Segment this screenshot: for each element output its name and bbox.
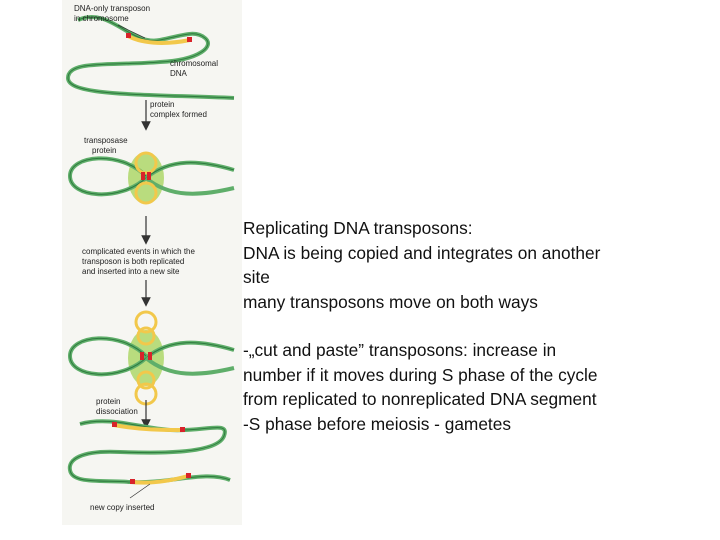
stage3-replicated xyxy=(67,310,235,406)
para2-line3: from replicated to nonreplicated DNA seg… xyxy=(243,389,597,409)
para2-line4: -S phase before meiosis - gametes xyxy=(243,413,511,434)
label-protein-complex-2: complex formed xyxy=(150,110,207,119)
label-transposase-2: protein xyxy=(92,146,116,155)
label-protein-dissociation-1: protein xyxy=(96,397,120,406)
label-transposase-1: transposase xyxy=(84,136,128,145)
label-chromosomal-2: DNA xyxy=(170,69,188,78)
arrow-1: protein complex formed xyxy=(141,100,207,131)
label-dna-only-transposon-1: DNA-only transposon xyxy=(74,4,150,13)
para2-line2: number if it moves during S phase of the… xyxy=(243,364,598,385)
label-chromosomal-1: chromosomal xyxy=(170,59,218,68)
label-dna-only-transposon-2: in chromosome xyxy=(74,14,129,23)
stage1-chromosome: DNA-only transposon in chromosome chromo… xyxy=(65,4,235,100)
para2-line1: -„cut and paste” transposons: increase i… xyxy=(243,340,557,360)
explanation-text: Replicating DNA transposons: DNA is bein… xyxy=(243,216,683,436)
para1-line2: DNA is being copied and integrates on an… xyxy=(243,242,601,263)
label-protein-complex-1: protein xyxy=(150,100,174,109)
label-complicated-3: and inserted into a new site xyxy=(82,267,180,276)
para1-line1: Replicating DNA transposons: xyxy=(243,218,473,238)
para1-line4: many transposons move on both ways xyxy=(243,291,538,312)
arrow-3: protein dissociation xyxy=(96,397,151,429)
paragraph-gap xyxy=(243,314,683,338)
label-new-copy: new copy inserted xyxy=(90,503,154,512)
stage4-new-copy: new copy inserted xyxy=(67,419,231,512)
arrow-2: complicated events in which the transpos… xyxy=(82,216,196,307)
label-complicated-1: complicated events in which the xyxy=(82,247,196,256)
para1-line3: site xyxy=(243,267,270,287)
label-complicated-2: transposon is both replicated xyxy=(82,257,184,266)
figure-background xyxy=(62,0,242,525)
label-protein-dissociation-2: dissociation xyxy=(96,407,138,416)
stage2-complex: transposase protein xyxy=(67,136,235,205)
